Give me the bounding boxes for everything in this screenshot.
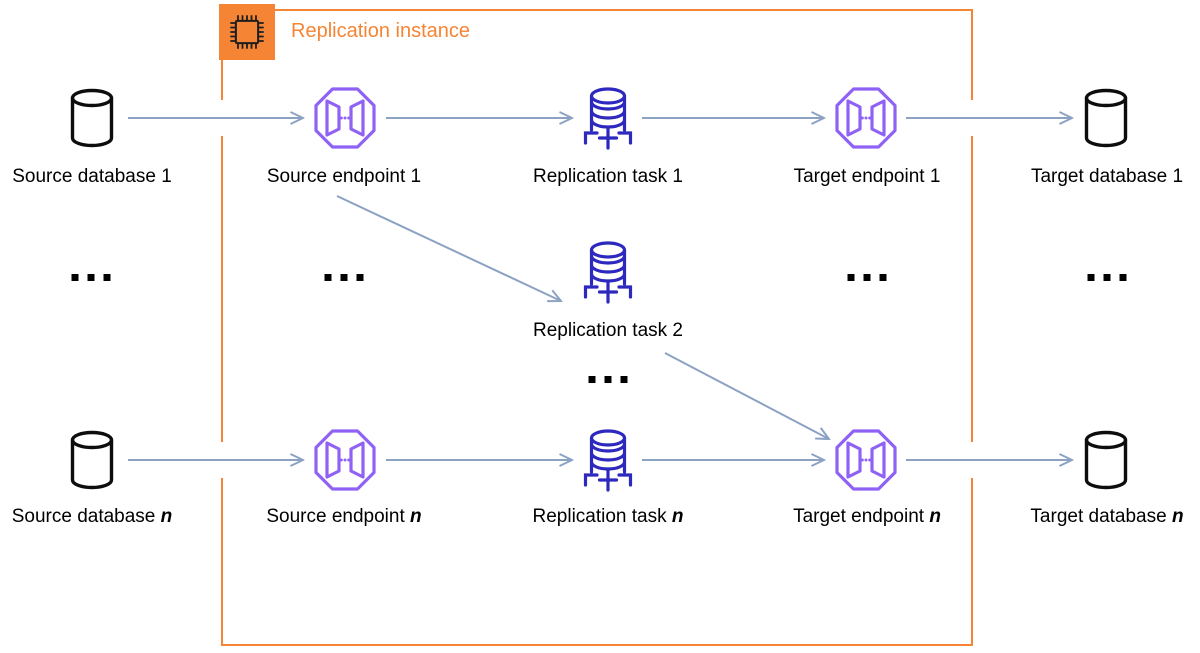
database-icon [1082,430,1130,490]
ellipsis [847,274,887,281]
ellipsis [71,274,111,281]
database-icon [1082,88,1130,148]
chip-icon [230,15,264,49]
replication-task-icon [582,428,634,492]
label-target-database-1: Target database 1 [1030,166,1184,187]
replication-instance-label: Replication instance [291,20,470,42]
replication-instance-chip [219,4,275,60]
label-replication-task-n: Replication task n [532,506,684,527]
label-source-endpoint-n: Source endpoint n [266,506,422,527]
endpoint-icon [834,428,898,492]
database-icon [68,88,116,148]
endpoint-icon [834,86,898,150]
label-source-database-n: Source database n [11,506,173,527]
endpoint-icon [313,428,377,492]
ellipsis [588,376,628,383]
label-source-endpoint-1: Source endpoint 1 [266,166,422,187]
label-replication-task-2: Replication task 2 [533,320,683,341]
label-target-endpoint-n: Target endpoint n [793,506,941,527]
label-replication-task-1: Replication task 1 [533,166,683,187]
replication-task-icon [582,86,634,150]
arrow-task2-to-target-endpointn [664,352,829,439]
ellipsis [324,274,364,281]
replication-instance-group-box [221,9,973,646]
database-icon [68,430,116,490]
label-target-endpoint-1: Target endpoint 1 [793,166,941,187]
label-target-database-n: Target database n [1030,506,1184,527]
replication-task-icon [582,240,634,304]
ellipsis [1087,274,1127,281]
endpoint-icon [313,86,377,150]
label-source-database-1: Source database 1 [12,166,172,187]
arrow-endpoint1-to-task2 [336,195,561,301]
